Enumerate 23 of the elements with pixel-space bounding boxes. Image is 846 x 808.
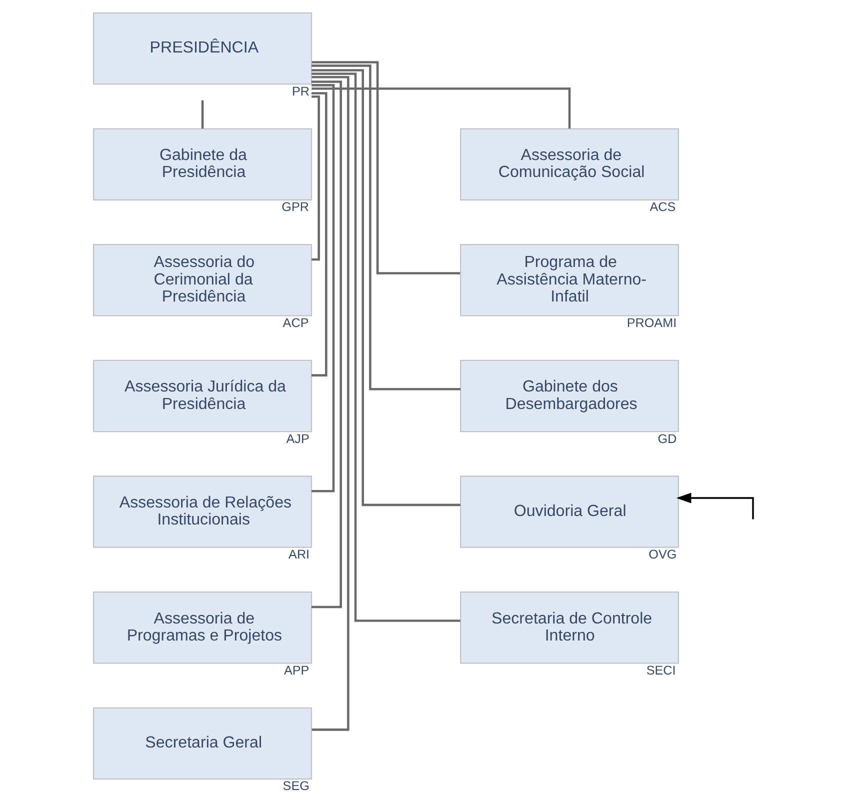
connector	[200, 100, 204, 128]
node-label: APP	[283, 663, 309, 678]
connector	[311, 76, 349, 731]
node-label: SECI	[646, 663, 676, 678]
connector	[311, 69, 460, 506]
node-label: PR	[291, 84, 310, 98]
arrow	[676, 492, 754, 520]
node-label: GD	[657, 432, 676, 446]
connector	[311, 72, 460, 622]
node-label: AJP	[286, 432, 309, 446]
node-label: ACP	[282, 316, 308, 330]
node-label: GPR	[281, 200, 308, 214]
node-label: PROAMI	[626, 316, 676, 330]
node-label: OVG	[648, 548, 676, 562]
node-label: ARI	[288, 548, 310, 562]
connector	[311, 84, 334, 492]
connector	[311, 64, 460, 390]
connector	[311, 96, 320, 261]
node-label: ACS	[649, 200, 676, 214]
connector	[311, 80, 342, 608]
connector	[311, 87, 570, 129]
node-label: SEG	[282, 779, 309, 794]
connector	[311, 61, 460, 274]
